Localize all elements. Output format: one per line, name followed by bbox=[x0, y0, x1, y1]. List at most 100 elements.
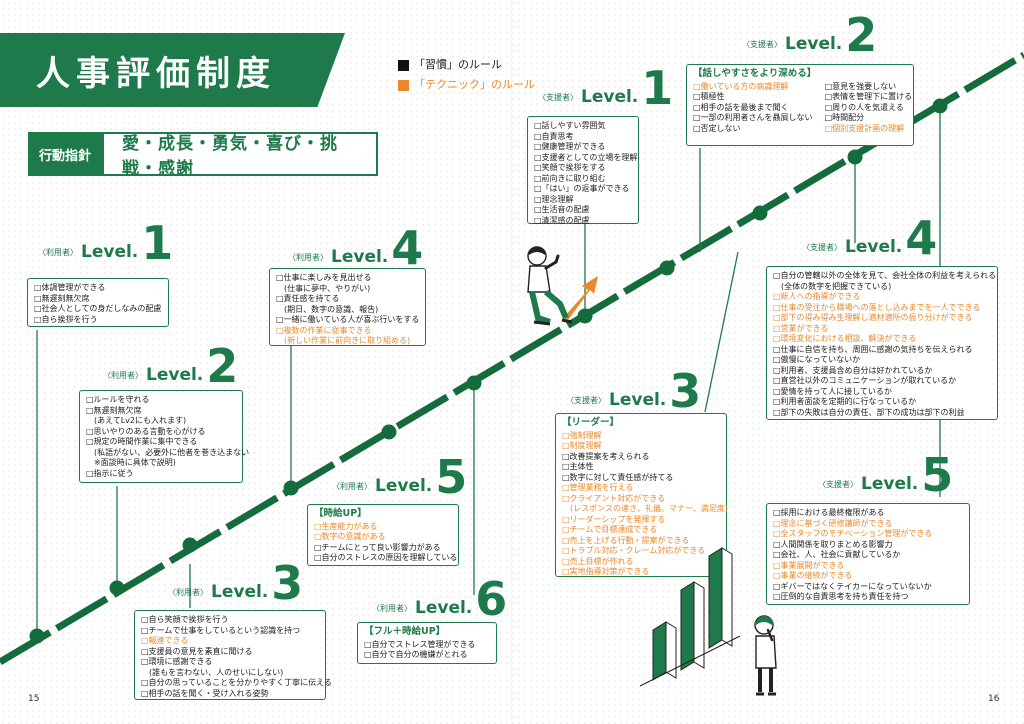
checklist-item: □支援者としての立場を理解 bbox=[534, 152, 638, 162]
checklist-item: □直営社以外のコミュニケーションが取れているか bbox=[773, 376, 957, 385]
checklist-item: (誰もを言わない、人のせいにしない) bbox=[141, 667, 284, 677]
user-level-4-header: 〈利用者〉Level.4 bbox=[288, 221, 424, 275]
checklist-item: □報連できる bbox=[141, 636, 189, 645]
checklist-item: □自ら笑顔で挨拶を行う bbox=[141, 615, 229, 624]
checklist-item: □積極性 bbox=[693, 92, 725, 101]
checklist-item: □自分で自分の機嫌がとれる bbox=[364, 650, 468, 659]
supporter-level-5-box: □採用における最終権限がある□理念に基づく研修講師ができる□全スタッフのモチベー… bbox=[766, 503, 970, 605]
checklist-item: □ルールを守れる bbox=[86, 395, 150, 404]
supporter-level-2-col2: □意見を強要しない□表情を管理下に置ける□周りの人を気遣える□時間配分□個別支援… bbox=[825, 82, 913, 135]
checklist-item: ※面談時に具体で説明) bbox=[86, 458, 176, 467]
checklist-item: □表情を管理下に置ける bbox=[824, 92, 913, 101]
user-level-5-header: 〈利用者〉Level.5 bbox=[332, 450, 468, 504]
orange-square-icon bbox=[398, 79, 409, 91]
checklist-item: □一部の利用者さんを贔屓しない bbox=[693, 113, 813, 122]
checklist-item: □事業展開ができる bbox=[773, 560, 845, 570]
page-title: 人事評価制度 bbox=[36, 53, 276, 94]
checklist-item: □支援員の意見を素直に聞ける bbox=[141, 646, 253, 656]
user-level-3-header: 〈利用者〉Level.3 bbox=[168, 556, 304, 610]
checklist-item: □数字に対して責任感が持てる bbox=[562, 472, 674, 482]
checklist-item: (レスポンスの速さ、礼儀、マナー、満足度) bbox=[562, 504, 729, 513]
user-level-3-box: □自ら笑顔で挨拶を行う□チームで仕事をしているという認識を持つ□報連できる□支援… bbox=[134, 610, 332, 700]
checklist-item: □社会人としての身だしなみの配慮 bbox=[34, 304, 162, 313]
checklist-item: □部下の得み得み生理解し適材適所の振り分けができる bbox=[773, 313, 973, 322]
checklist-item: □チームで目標達成できる bbox=[562, 525, 658, 534]
legend: 「習慣」のルール 「テクニック」のルール bbox=[398, 55, 535, 95]
checklist-item: □自ら挨拶を行う bbox=[34, 314, 98, 324]
supporter-level-4-header: 〈支援者〉Level.4 bbox=[802, 211, 938, 265]
checklist-item: □圧倒的な自責思考を持ち責任を持つ bbox=[773, 592, 909, 601]
checklist-item: □新人への指導ができる bbox=[773, 292, 861, 301]
box-heading: 【フル＋時給UP】 bbox=[364, 626, 446, 637]
checklist-item: □相手の話を最後まで聞く bbox=[693, 102, 789, 112]
checklist-item: □思いやりのある言動を心がける bbox=[86, 426, 206, 436]
checklist-item: □強制理解 bbox=[562, 430, 602, 440]
checklist-item: □規定の時間作業に集中できる bbox=[86, 437, 198, 446]
checklist-item: □クライアント対応ができる bbox=[562, 493, 666, 503]
checklist-item: (新しい作業に前向きに取り組める) bbox=[276, 336, 411, 345]
checklist-item: □数字の意識がある bbox=[314, 532, 386, 541]
checklist-item: □指示に従う bbox=[86, 468, 134, 478]
supporter-level-3-box: 【リーダー】□強制理解□制度理解□改善提案を考えられる□主体性□数字に対して責任… bbox=[555, 413, 729, 577]
checklist-item: □自分のストレスの原因を理解している bbox=[314, 553, 458, 562]
supporter-level-2-header: 〈支援者〉Level.2 bbox=[742, 8, 878, 62]
action-value: 愛・成長・勇気・喜び・挑戦・感謝 bbox=[102, 132, 379, 179]
checklist-item: □実地指導対策ができる bbox=[562, 567, 650, 576]
checklist-item: (全体の数字を把握できている) bbox=[773, 281, 892, 291]
user-level-6-header: 〈利用者〉Level.6 bbox=[372, 572, 508, 626]
checklist-item: □自分の管轄以外の全体を見て、会社全体の利益を考えられる bbox=[773, 271, 997, 280]
checklist-item: (あえてLv2にも入れます) bbox=[86, 416, 187, 425]
checklist-item: □個別支援計画の理解 bbox=[824, 123, 905, 133]
legend-habit: 「習慣」のルール bbox=[398, 55, 535, 75]
checklist-item: □意見を強要しない bbox=[824, 81, 897, 91]
action-guideline: 行動指針 愛・成長・勇気・喜び・挑戦・感謝 bbox=[28, 132, 379, 179]
checklist-item: □清潔感の配慮 bbox=[534, 215, 590, 225]
checklist-item: □愛情を持って人に接しているか bbox=[773, 386, 892, 396]
checklist-item: □話しやすい雰囲気 bbox=[534, 121, 606, 130]
supporter-level-1-box: □話しやすい雰囲気□自責思考□健康管理ができる□支援者としての立場を理解□笑顔で… bbox=[527, 116, 639, 225]
supporter-level-2-box: 【話しやすさをより深める】 □働いている方の病識理解□積極性□相手の話を最後まで… bbox=[686, 64, 914, 146]
page-number-left: 15 bbox=[28, 694, 40, 704]
checklist-item: (仕事に夢中、やりがい) bbox=[276, 283, 371, 293]
legend-technique: 「テクニック」のルール bbox=[398, 75, 535, 95]
page-number-right: 16 bbox=[988, 694, 1000, 704]
checklist-item: □仕事に自信を持ち、周囲に感謝の気持ちを伝えられる bbox=[773, 344, 973, 354]
checklist-item: □無遅刻無欠席 bbox=[86, 405, 142, 415]
checklist-item: □時間配分 bbox=[824, 113, 865, 122]
box-heading: 【時給UP】 bbox=[314, 508, 367, 519]
checklist-item: □事業の継続ができる bbox=[773, 571, 853, 580]
checklist-item: □トラブル対応・クレーム対応ができる bbox=[562, 546, 706, 555]
checklist-item: □前向きに取り組む bbox=[534, 173, 606, 183]
user-level-4-box: □仕事に楽しみを見出せる (仕事に夢中、やりがい)□責任感を持てる (期日、数字… bbox=[269, 268, 426, 346]
checklist-item: □チームで仕事をしているという認識を持つ bbox=[141, 625, 301, 635]
checklist-item: □部下の失敗は自分の責任、部下の成功は部下の利益 bbox=[773, 407, 965, 417]
checklist-item: □「はい」の返事ができる bbox=[534, 184, 630, 193]
checklist-item: □環境変化における相談、解決ができる bbox=[773, 334, 917, 343]
checklist-item: □全スタッフのモチベーション管理ができる bbox=[773, 529, 933, 538]
supporter-level-3-header: 〈支援者〉Level.3 bbox=[566, 364, 702, 418]
box-heading: 【リーダー】 bbox=[562, 417, 620, 428]
supporter-level-2-col1: □働いている方の病識理解□積極性□相手の話を最後まで聞く□一部の利用者さんを贔屓… bbox=[693, 82, 813, 135]
user-level-1-header: 〈利用者〉Level.1 bbox=[38, 216, 174, 270]
supporter-level-4-box: □自分の管轄以外の全体を見て、会社全体の利益を考えられる (全体の数字を把握でき… bbox=[766, 266, 998, 420]
action-label: 行動指針 bbox=[28, 132, 103, 176]
checklist-item: □複数の作業に従事できる bbox=[276, 325, 372, 335]
checklist-item: (期日、数字の意識、報告) bbox=[276, 304, 379, 314]
checklist-item: □環境に感謝できる bbox=[141, 657, 213, 666]
checklist-item: □改善提案を考えられる bbox=[562, 451, 650, 461]
checklist-item: □自分でストレス管理ができる bbox=[364, 639, 476, 649]
checklist-item: □リーダーシップを発揮する bbox=[562, 514, 666, 524]
checklist-item: □笑顔で挨拶をする bbox=[534, 163, 606, 172]
checklist-item: □生産能力がある bbox=[314, 521, 378, 531]
checklist-item: □利用者、支援員含め自分は好かれているか bbox=[773, 365, 933, 375]
checklist-item: □営業ができる bbox=[773, 323, 829, 333]
checklist-item: □理念理解 bbox=[534, 194, 574, 204]
checklist-item: □自責思考 bbox=[534, 131, 574, 141]
checklist-item: □理念に基づく研修講師ができる bbox=[773, 518, 893, 528]
checklist-item: □無遅刻無欠席 bbox=[34, 293, 90, 303]
checklist-item: □採用における最終権限がある bbox=[773, 508, 885, 517]
user-level-1-box: □体調管理ができる□無遅刻無欠席□社会人としての身だしなみの配慮□自ら挨拶を行う bbox=[27, 278, 169, 327]
checklist-item: □利用者面談を定期的に行なっているか bbox=[773, 397, 917, 406]
black-square-icon bbox=[398, 59, 409, 71]
checklist-item: □生活音の配慮 bbox=[534, 205, 590, 214]
